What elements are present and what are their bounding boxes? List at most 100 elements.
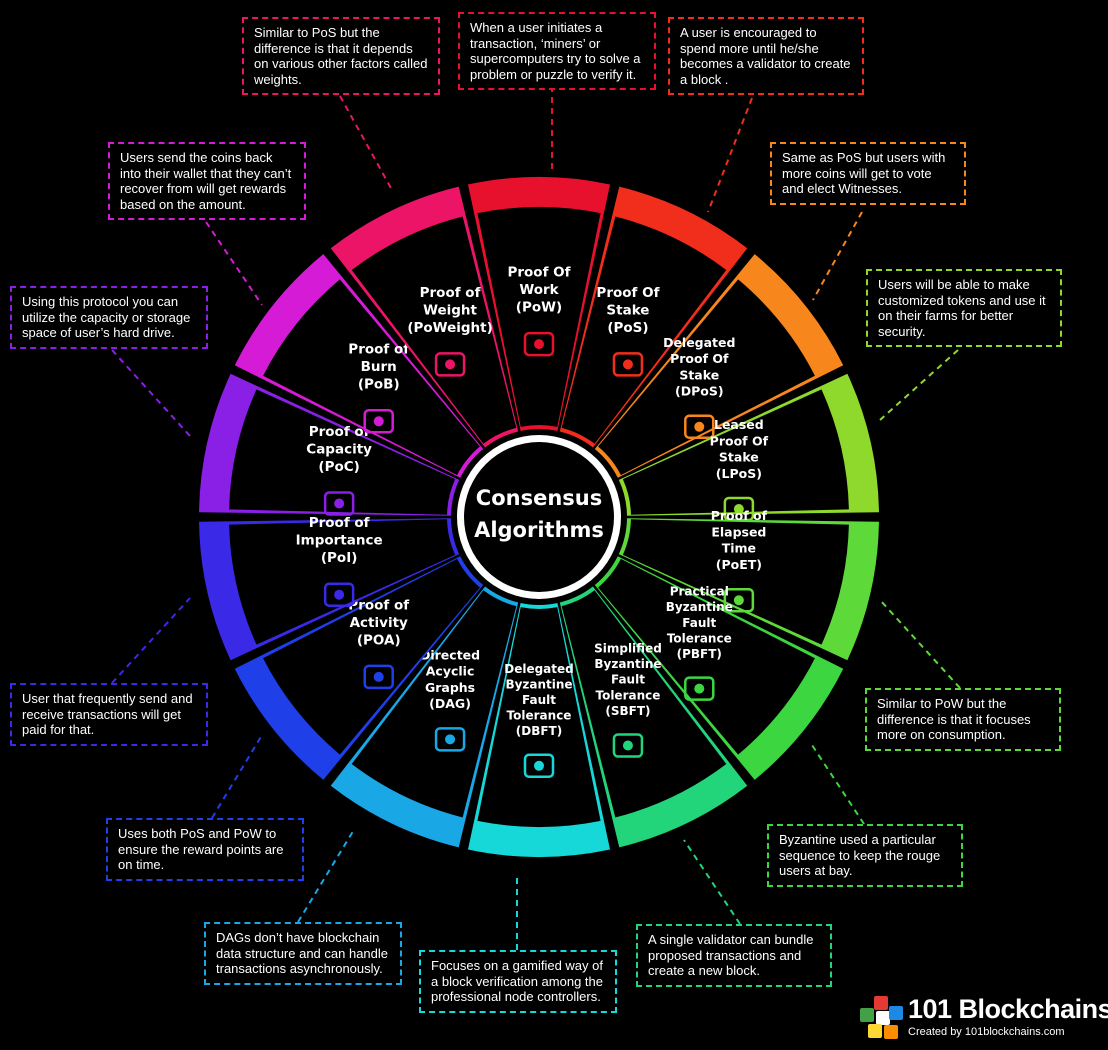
segment-panel-pbft: [598, 558, 815, 755]
ballot-voter-icon: [684, 414, 715, 440]
hand-drive-icon: [323, 491, 355, 516]
segment-panel-dbft: [477, 607, 601, 827]
desc-dpos: Same as PoS but users with more coins wi…: [770, 142, 966, 205]
connector-lines: [111, 86, 961, 950]
segment-label-pos-0: Proof Of: [596, 285, 659, 301]
desc-dag: DAGs don’t have blockchain data structur…: [204, 922, 402, 985]
segment-label-lpos-1: Proof Of: [710, 433, 769, 448]
segment-panel-dpos: [598, 279, 815, 476]
center-disc: [464, 442, 614, 592]
segment-label-poc-2: (PoC): [318, 459, 359, 475]
segment-label-pow-0: Proof Of: [507, 264, 570, 280]
desc-sbft: A single validator can bundle proposed t…: [636, 924, 832, 987]
segment-label-pos-1: Stake: [606, 302, 649, 318]
shield-hands-icon: [684, 676, 715, 701]
segment-label-lpos-0: Leased: [714, 417, 764, 432]
segment-label-dbft-1: Byzantine: [505, 677, 572, 691]
segment-label-pob-1: Burn: [361, 359, 397, 375]
center-title-line2: Algorithms: [474, 518, 604, 542]
segment-poweight: Proof of Weight (PoWeight): [330, 186, 519, 448]
segment-panel-poc: [229, 389, 456, 515]
segment-label-pos-2: (PoS): [607, 320, 648, 336]
desc-pbft: Byzantine used a particular sequence to …: [767, 824, 963, 887]
segment-label-dpos-0: Delegated: [663, 335, 735, 350]
segment-label-poet-3: (PoET): [716, 557, 762, 572]
segment-label-pbft-0: Practical: [670, 585, 729, 599]
segment-label-dag-2: Graphs: [425, 680, 475, 695]
connector-pbft: [809, 741, 865, 825]
segment-panel-poet: [622, 519, 849, 645]
segment-label-sbft-0: Simplified: [594, 641, 662, 655]
desc-lpos: Users will be able to make customized to…: [866, 269, 1062, 347]
segment-label-poweight-2: (PoWeight): [407, 320, 492, 336]
desc-pow: When a user initiates a transaction, ‘mi…: [458, 12, 656, 90]
brand-name: 101 Blockchains: [908, 994, 1108, 1024]
segment-label-dag-3: (DAG): [429, 696, 471, 711]
segment-label-dbft-3: Tolerance: [507, 709, 572, 723]
segment-label-poet-0: Proof of: [711, 508, 768, 523]
desc-poi: User that frequently send and receive tr…: [10, 683, 208, 746]
fire-icon: [363, 409, 394, 434]
connector-lpos: [879, 349, 959, 421]
segment-label-dag-0: Directed: [420, 647, 480, 662]
gear-head-icon: [363, 664, 394, 690]
connector-pob: [205, 221, 263, 306]
brand-logo[interactable]: 101 Blockchains Created by 101blockchain…: [860, 994, 1108, 1044]
desc-pos: A user is encouraged to spend more until…: [668, 17, 864, 95]
desc-pob: Users send the coins back into their wal…: [108, 142, 306, 220]
segment-label-poi-0: Proof of: [309, 515, 370, 531]
cube-logo-icon: [860, 996, 904, 1040]
connector-dpos: [812, 211, 863, 301]
segment-label-sbft-1: Byzantine: [594, 657, 661, 671]
segment-poi: Proof of Importance(PoI): [199, 515, 460, 661]
segment-label-poa-2: (POA): [357, 632, 401, 648]
segment-panel-poi: [229, 519, 456, 645]
connector-poa: [211, 734, 263, 819]
segment-panel-pos: [561, 216, 727, 444]
segment-label-pob-0: Proof of: [348, 342, 409, 358]
segment-label-pow-2: (PoW): [516, 300, 562, 316]
segment-panel-pow: [477, 207, 601, 427]
segment-label-sbft-2: Fault: [611, 673, 645, 687]
segment-poa: Proof of Activity(POA): [234, 556, 484, 780]
money-cycle-icon: [323, 582, 355, 607]
server-clock-icon: [723, 587, 755, 613]
segment-label-pbft-1: Byzantine: [666, 600, 733, 614]
segment-label-dpos-1: Proof Of: [670, 351, 729, 366]
connector-sbft: [683, 839, 741, 925]
segment-label-poi-2: (PoI): [321, 550, 358, 566]
segment-label-poweight-1: Weight: [423, 302, 477, 318]
segment-label-poc-1: Capacity: [306, 441, 372, 457]
connector-dag: [297, 827, 356, 923]
segment-panel-dag: [351, 590, 517, 818]
center-title-line1: Consensus: [476, 486, 602, 510]
segment-label-dbft-2: Fault: [522, 693, 556, 707]
segment-label-lpos-2: Stake: [719, 450, 759, 465]
miner-icon: [523, 331, 555, 357]
segment-label-poa-1: Activity: [350, 615, 408, 631]
segment-label-lpos-3: (LPoS): [716, 466, 762, 481]
segment-panel-sbft: [561, 590, 727, 818]
connector-poc: [111, 349, 191, 437]
segment-label-poi-1: Importance: [296, 533, 383, 549]
segment-panel-poweight: [351, 216, 517, 444]
segment-label-pbft-2: Fault: [682, 616, 716, 630]
segment-label-dag-1: Acyclic: [426, 664, 475, 679]
segment-label-poet-2: Time: [722, 541, 756, 556]
graph-pointer-icon: [523, 753, 555, 779]
desc-poa: Uses both PoS and PoW to ensure the rewa…: [106, 818, 304, 881]
segment-label-poa-0: Proof of: [348, 597, 409, 613]
segment-label-poc-0: Proof of: [309, 424, 370, 440]
connector-poet: [879, 599, 961, 689]
desc-poet: Similar to PoW but the difference is tha…: [865, 688, 1061, 751]
